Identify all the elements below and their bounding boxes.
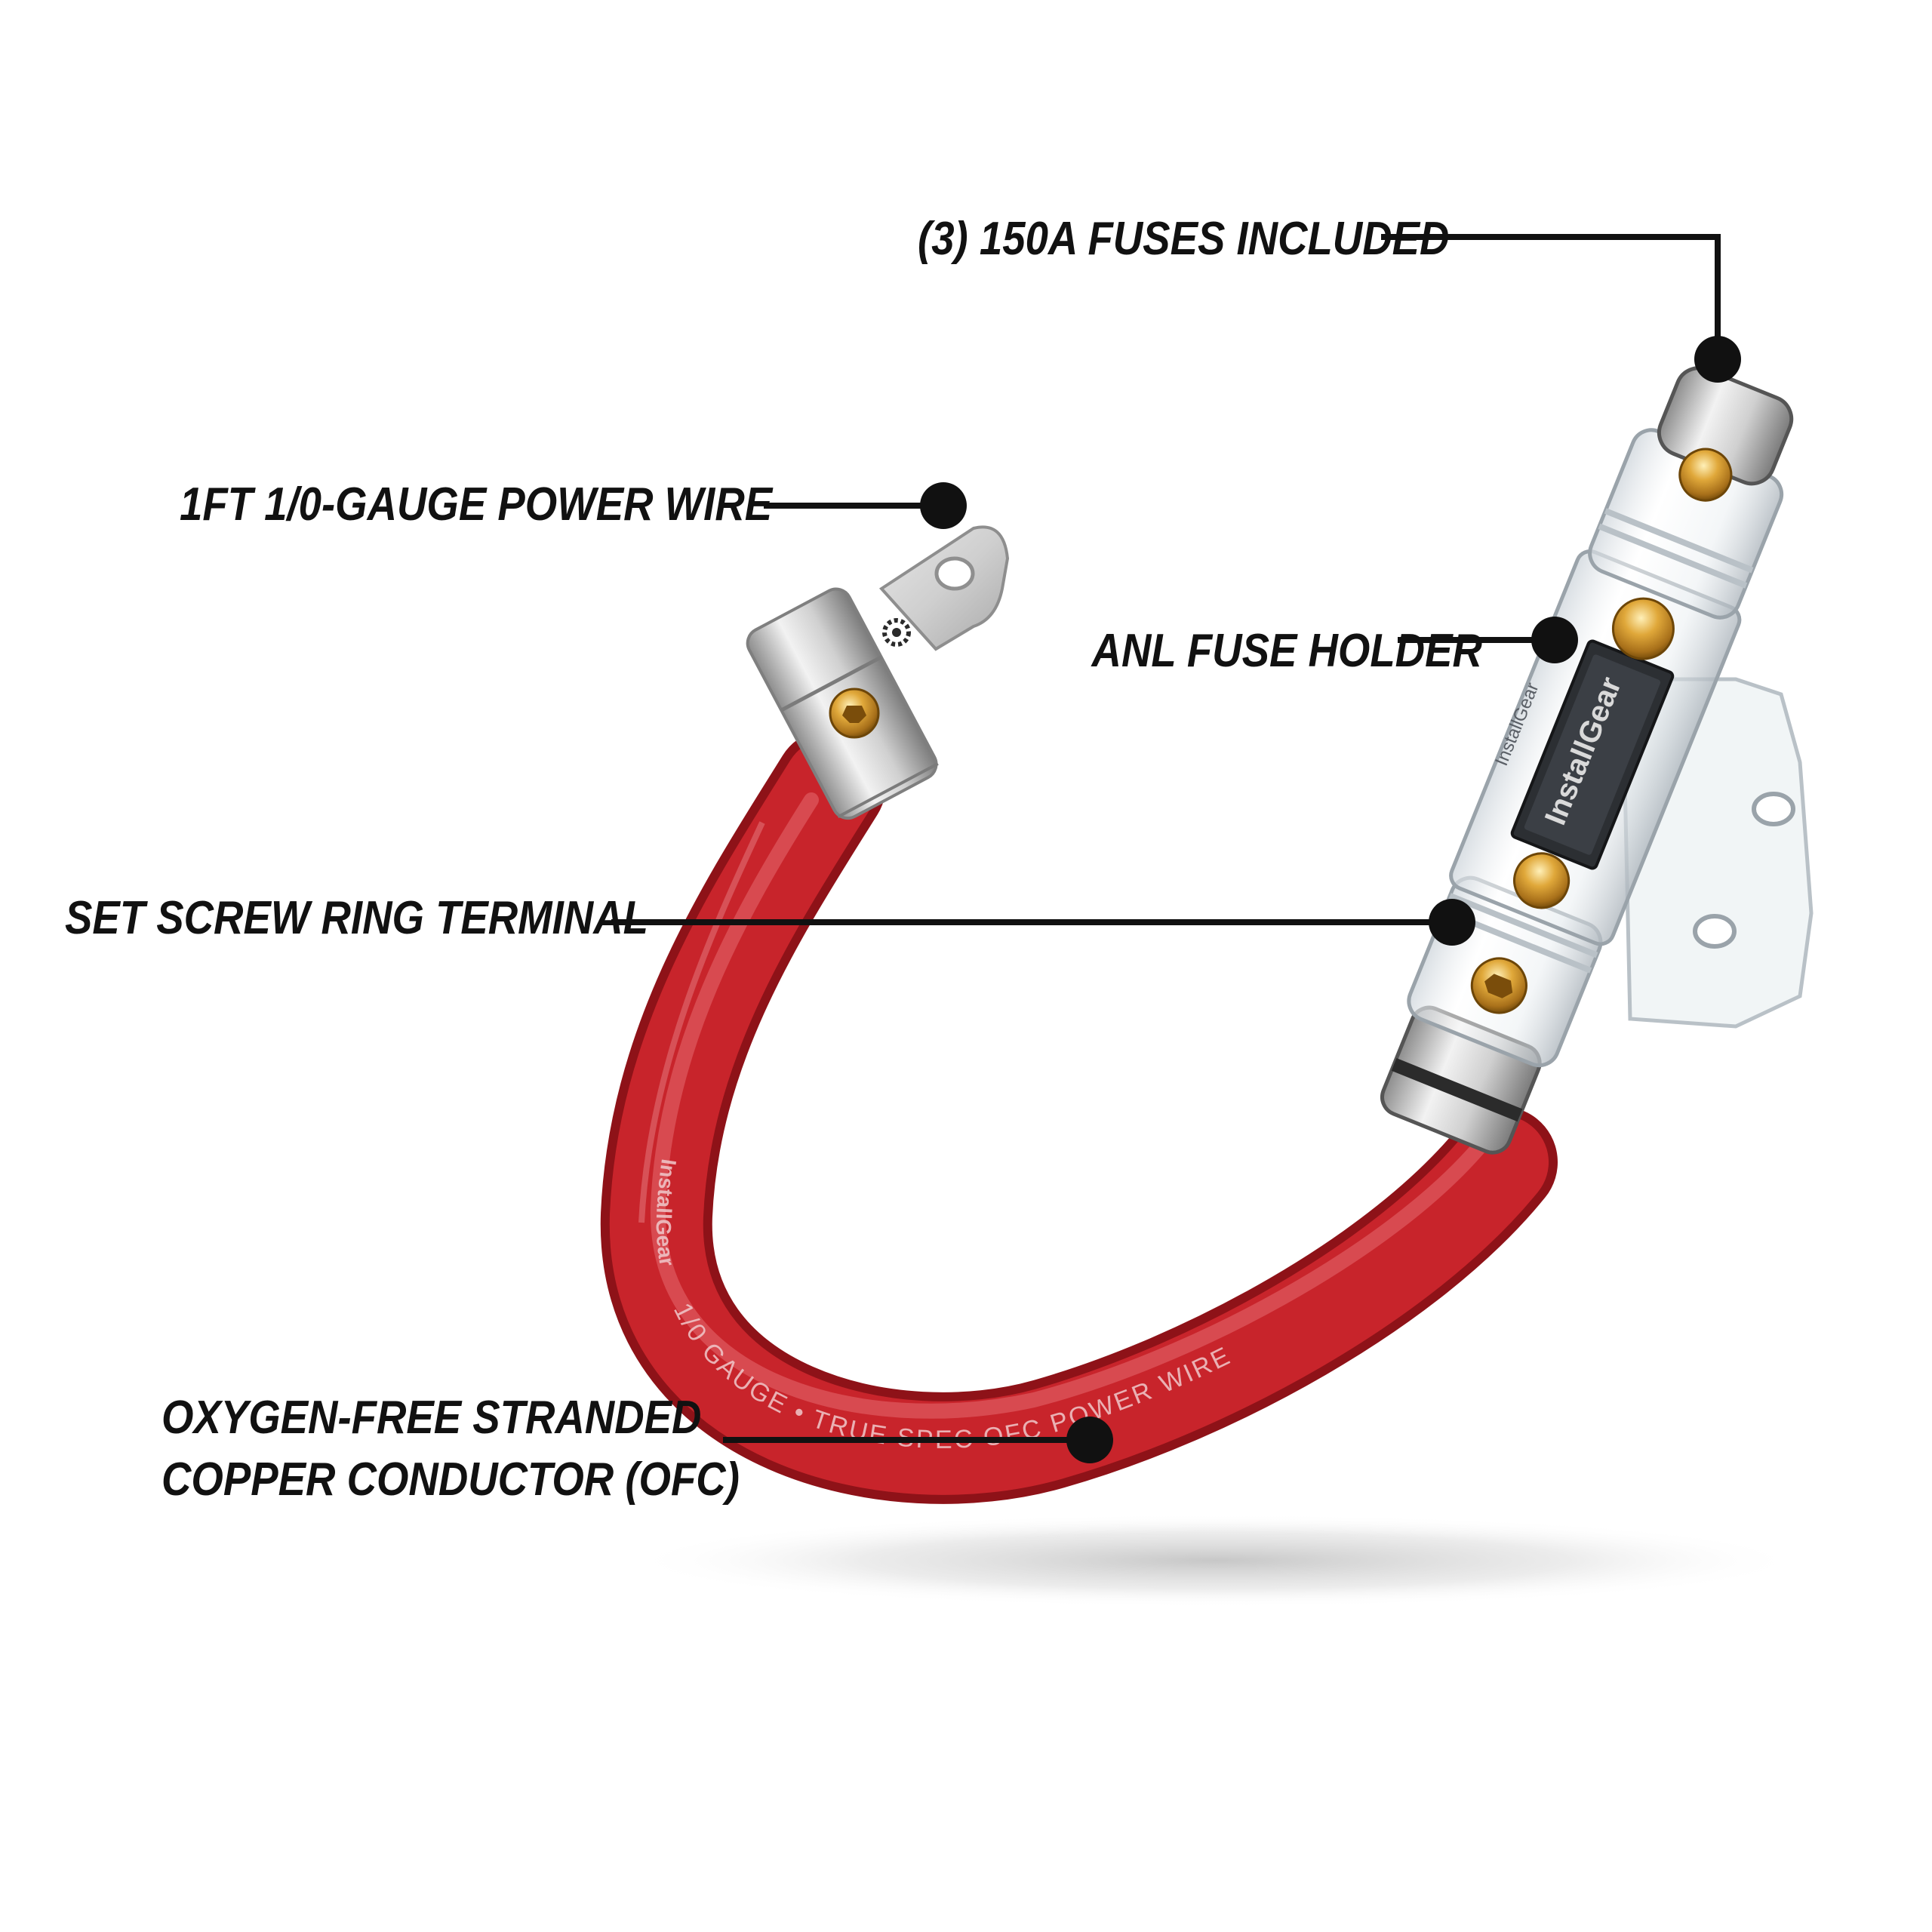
gear-icon	[882, 618, 911, 647]
callout-conductor-line1: OXYGEN-FREE STRANDED	[162, 1392, 702, 1444]
callout-power-wire: 1FT 1/0-GAUGE POWER WIRE	[180, 478, 773, 531]
callout-dot-conductor	[1066, 1417, 1113, 1463]
power-cable: 1/0 GAUGE • TRUE SPEC OFC POWER WIRE Ins…	[600, 729, 1558, 1504]
callout-conductor: OXYGEN-FREE STRANDED COPPER CONDUCTOR (O…	[162, 1387, 740, 1511]
callout-line-fuses	[1381, 234, 1721, 359]
callout-fuse-holder: ANL FUSE HOLDER	[1091, 625, 1482, 677]
callout-dot-fuses	[1694, 336, 1741, 383]
anl-fuse-holder: InstallGear InstallGear	[1380, 366, 1794, 1155]
callout-dot-terminal	[1429, 899, 1475, 946]
callout-conductor-line2: COPPER CONDUCTOR (OFC)	[162, 1454, 740, 1506]
callout-lines	[611, 234, 1721, 1443]
callout-ring-terminal: SET SCREW RING TERMINAL	[65, 892, 648, 944]
callout-dots	[920, 336, 1741, 1463]
floor-shadow	[626, 1514, 1804, 1607]
callout-dot-holder	[1531, 617, 1578, 663]
ring-terminal	[746, 525, 1010, 820]
callout-fuses-included: (3) 150A FUSES INCLUDED	[918, 213, 1450, 265]
callout-dot-wire	[920, 482, 967, 529]
